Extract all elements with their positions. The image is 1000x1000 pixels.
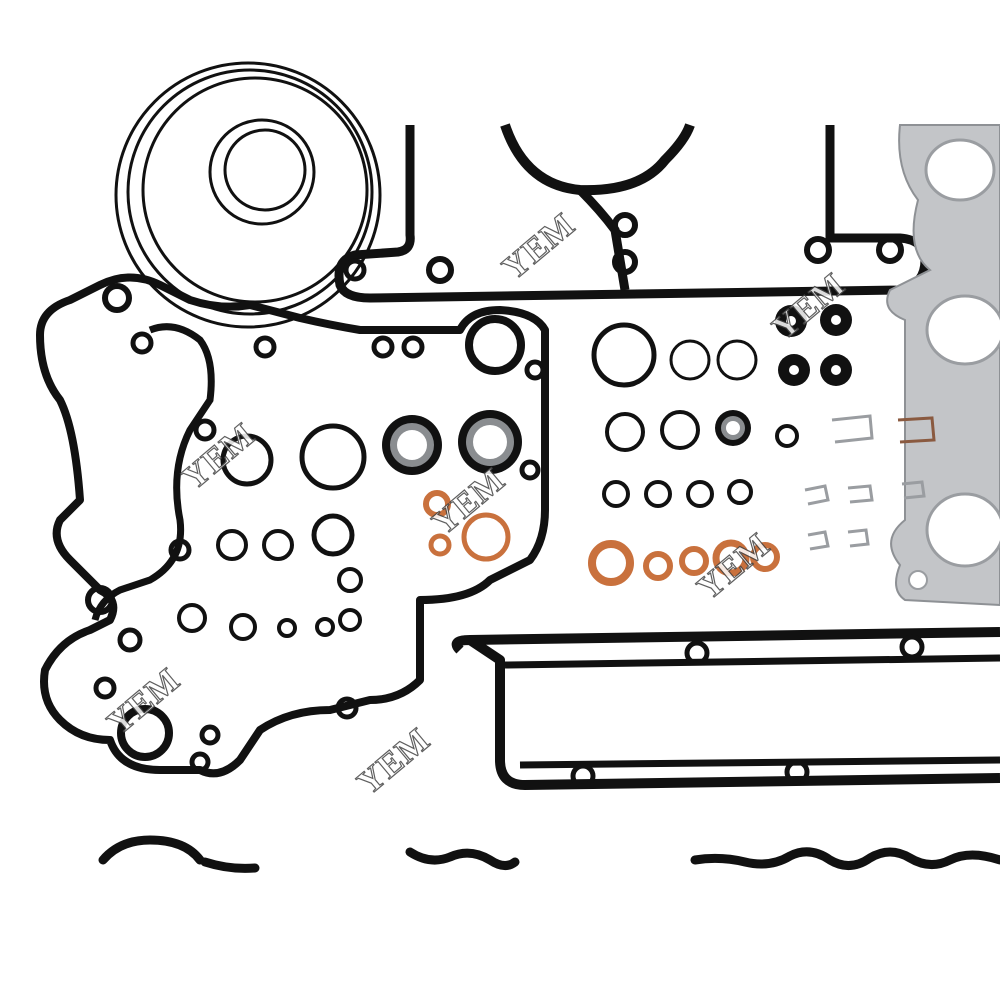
metal-clips xyxy=(804,414,936,551)
timing-cover-gasket xyxy=(36,273,549,778)
steel-exhaust-gasket xyxy=(886,124,1000,607)
rocker-cover-gasket xyxy=(451,627,1000,790)
small-o-rings-left xyxy=(177,423,367,641)
copper-washers xyxy=(423,490,780,586)
bottom-gaskets xyxy=(98,835,1000,873)
valve-stem-seals xyxy=(775,304,852,386)
large-o-ring-set xyxy=(114,61,382,329)
o-ring-grid xyxy=(591,322,799,508)
oil-seals xyxy=(382,410,751,475)
top-frame-gasket xyxy=(334,123,930,303)
